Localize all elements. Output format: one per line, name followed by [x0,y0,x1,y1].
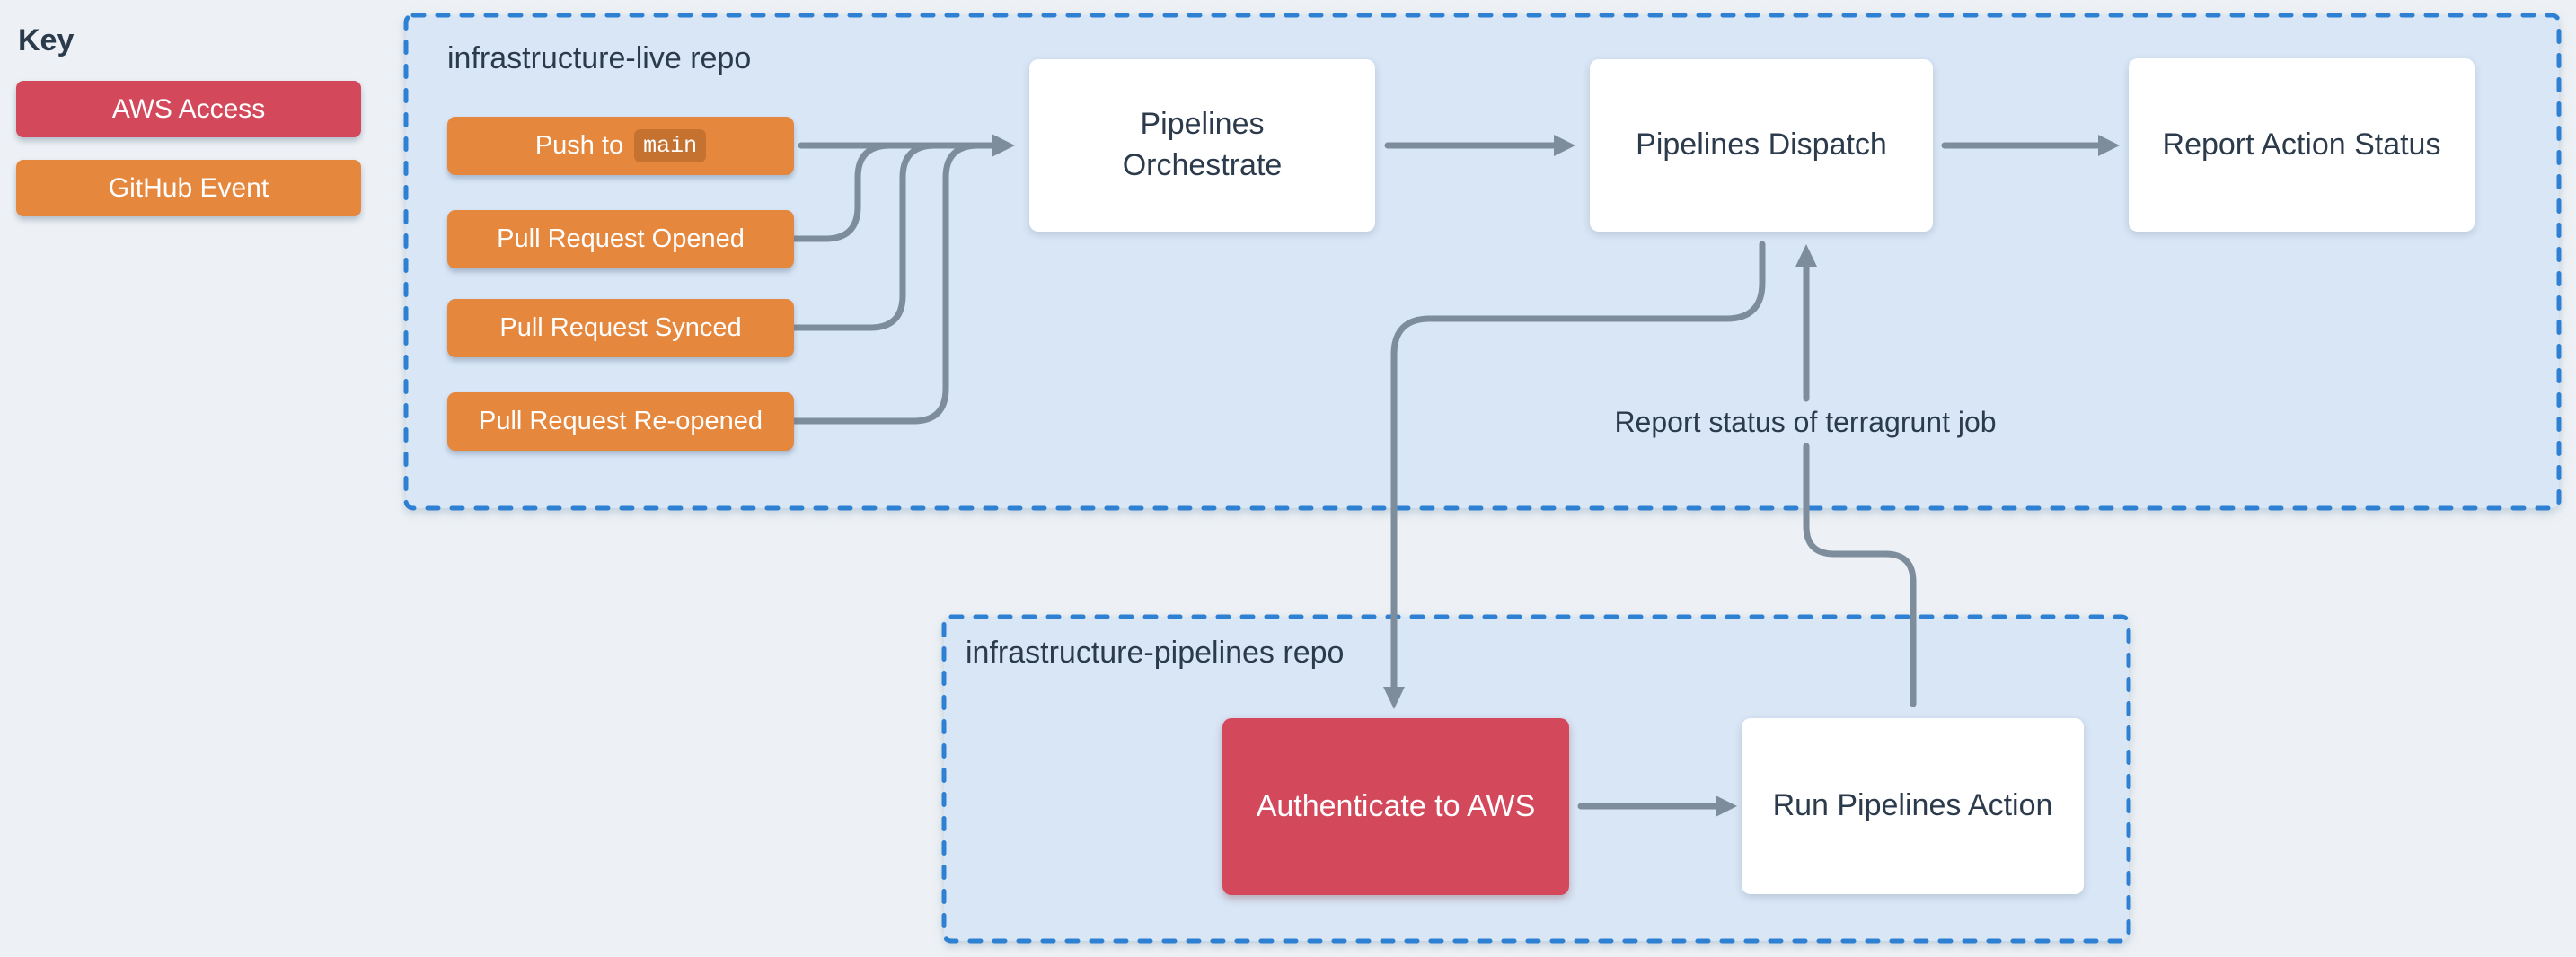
arrowhead-right-icon [992,134,1015,157]
arrowhead-down-icon [1383,687,1405,709]
event-pull-request-synced[interactable]: Pull Request Synced [447,299,794,357]
node-pipelines-dispatch[interactable]: Pipelines Dispatch [1590,59,1933,232]
node-run-pipelines-action[interactable]: Run Pipelines Action [1742,718,2084,894]
event-label: Push to [534,131,624,160]
legend-title: Key [18,23,75,57]
arrowhead-right-icon [1716,795,1737,817]
node-label: Run Pipelines Action [1772,788,2053,823]
event-label: Pull Request Re-opened [479,407,763,435]
merge-curve-pr-opened [790,142,894,242]
event-label: Pull Request Opened [497,224,745,253]
node-pipelines-orchestrate[interactable]: Pipelines Orchestrate [1029,59,1375,232]
arrowhead-right-icon [2098,135,2120,156]
arrow-dispatch-to-authenticate [1383,241,1766,709]
branch-code-chip: main [634,129,707,162]
arrowhead-up-icon [1795,244,1817,267]
merge-curve-pr-reopened [790,142,982,425]
node-report-action-status[interactable]: Report Action Status [2129,58,2475,232]
node-label: Authenticate to AWS [1256,788,1536,823]
legend-item-github-event: GitHub Event [16,160,361,216]
merge-curve-pr-synced [790,142,939,331]
node-authenticate-to-aws[interactable]: Authenticate to AWS [1222,718,1569,895]
event-pull-request-reopened[interactable]: Pull Request Re-opened [447,392,794,451]
event-push-to-main[interactable]: Push to main [447,117,794,175]
event-pull-request-opened[interactable]: Pull Request Opened [447,210,794,268]
arrowhead-right-icon [1554,135,1575,156]
legend-item-aws-access: AWS Access [16,81,361,137]
arrow-authenticate-to-run-action [1577,795,1737,817]
node-label: Pipelines Dispatch [1636,127,1887,162]
arrow-orchestrate-to-dispatch [1384,135,1575,156]
legend-label: AWS Access [111,93,266,124]
live-repo-label: infrastructure-live repo [447,41,752,75]
legend-label: GitHub Event [108,172,269,203]
pipelines-repo-label: infrastructure-pipelines repo [966,636,1345,670]
arrow-dispatch-to-report-status [1941,135,2120,156]
report-status-annotation: Report status of terragrunt job [1614,406,1997,438]
arrow-run-action-to-dispatch [1795,244,1917,707]
node-label: Pipelines Orchestrate [1122,107,1283,182]
event-label: Pull Request Synced [499,313,742,342]
node-label: Report Action Status [2162,127,2441,162]
